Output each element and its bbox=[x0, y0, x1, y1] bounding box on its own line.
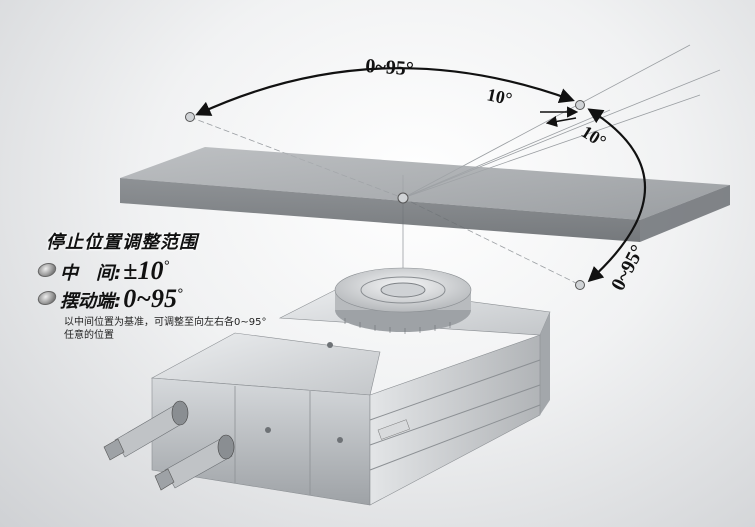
adjusting-bolt-upper bbox=[103, 400, 189, 461]
label-left-ten: 10° bbox=[485, 84, 514, 109]
arrow-side-arc bbox=[587, 108, 647, 283]
swing-value: 0~95° bbox=[123, 284, 183, 313]
swing-label: 摆动端: bbox=[60, 291, 122, 312]
middle-row: 中 间: ±10° bbox=[36, 256, 288, 285]
label-right-ten: 10° bbox=[578, 121, 610, 151]
mount-hole-2 bbox=[337, 437, 343, 443]
swing-row: 摆动端: 0~95° bbox=[36, 284, 288, 313]
bullet-icon bbox=[36, 263, 58, 277]
center-point bbox=[575, 100, 585, 110]
panel-description: 以中间位置为基准，可调整至向左右各0~95°任意的位置 bbox=[64, 317, 267, 341]
label-arc-top: 0~95° bbox=[365, 55, 415, 80]
bullet-icon bbox=[36, 291, 58, 305]
label-arc-side: 0~95° bbox=[607, 241, 649, 294]
mount-hole-3 bbox=[327, 342, 333, 348]
rotary-table-disk bbox=[334, 267, 472, 334]
left-end-point bbox=[185, 112, 195, 122]
position-markers bbox=[185, 100, 585, 290]
rotation-arrows bbox=[195, 67, 647, 283]
mount-hole-1 bbox=[265, 427, 271, 433]
rotating-table-plate bbox=[120, 147, 730, 242]
middle-value: ±10° bbox=[123, 256, 170, 285]
middle-label: 中 间: bbox=[60, 263, 122, 284]
panel-title: 停止位置调整范围 bbox=[46, 232, 198, 253]
adjusting-bolt-lower bbox=[154, 434, 235, 491]
nameplate bbox=[377, 419, 410, 440]
right-end-point bbox=[575, 280, 585, 290]
arrow-top-arc bbox=[195, 67, 575, 116]
arrow-fine-adjust-2 bbox=[545, 115, 577, 127]
pivot-point bbox=[397, 192, 409, 204]
adjustment-range-panel: 停止位置调整范围 中 间: ±10° 摆动端: 0~95° 以中间位置为基准，可… bbox=[36, 228, 288, 342]
